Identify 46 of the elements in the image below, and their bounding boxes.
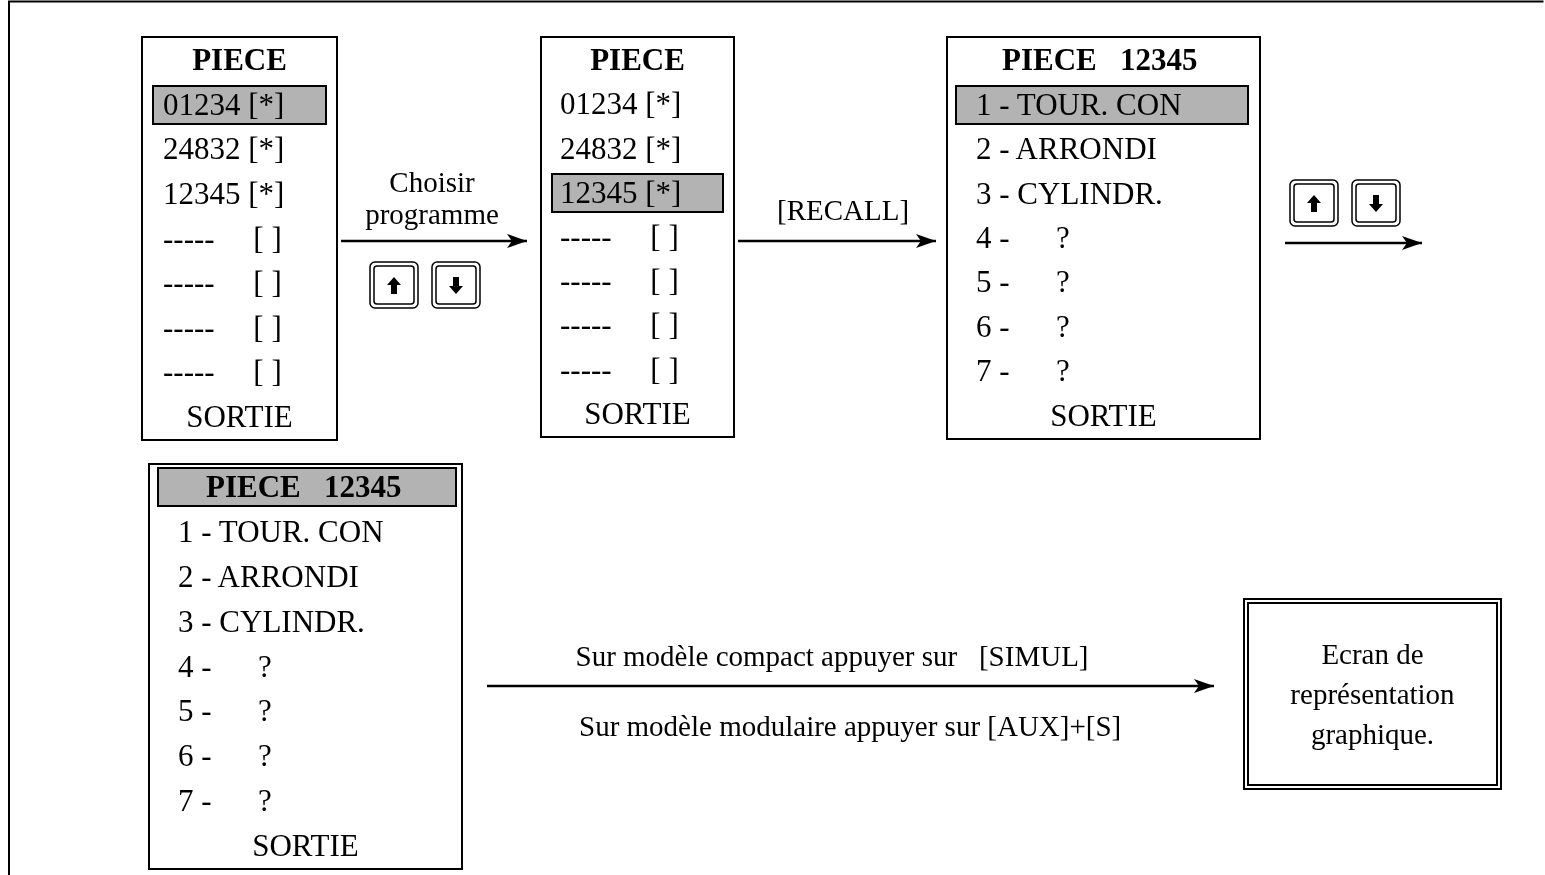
selected-menu-item: 01234 [*]	[152, 84, 327, 125]
selected-menu-item: 1 - TOUR. CON	[955, 84, 1249, 125]
menu-item: ----- [ ]	[560, 218, 679, 256]
exit-option: SORTIE	[143, 396, 336, 437]
menu-item: 3 - CYLINDR.	[178, 602, 365, 641]
arrow	[341, 234, 527, 248]
result-box	[1243, 598, 1502, 790]
menu-item: 7 - ?	[976, 352, 1070, 391]
menu-screen	[141, 36, 338, 441]
screen-title: PIECE 12345	[1002, 41, 1198, 80]
menu-screen	[540, 36, 735, 438]
screen-title: PIECE	[589, 41, 686, 80]
menu-screen	[148, 463, 463, 870]
menu-item: 01234 [*]	[560, 85, 682, 124]
menu-item: 24832 [*]	[163, 130, 285, 169]
exit-option: SORTIE	[150, 825, 461, 866]
screen-title: PIECE	[191, 41, 288, 80]
menu-item: 24832 [*]	[560, 129, 682, 168]
selected-menu-item: PIECE 12345	[157, 467, 457, 508]
menu-item: 2 - ARRONDI	[178, 557, 359, 596]
menu-item: ----- [ ]	[560, 350, 679, 389]
exit-option: SORTIE	[948, 395, 1259, 436]
menu-item: ----- [ ]	[163, 219, 282, 258]
menu-item: 12345 [*]	[163, 174, 285, 213]
menu-item: 1 - TOUR. CON	[178, 513, 384, 552]
menu-item: ----- [ ]	[163, 264, 282, 303]
menu-item: 7 - ?	[178, 781, 272, 820]
menu-item: 6 - ?	[976, 307, 1070, 346]
menu-item: 5 - ?	[178, 692, 272, 731]
result-text: Ecran de représentation graphique.	[1289, 637, 1456, 752]
menu-item: 5 - ?	[976, 263, 1070, 302]
menu-item: ----- [ ]	[560, 262, 679, 301]
arrow	[738, 234, 936, 248]
menu-item: 2 - ARRONDI	[976, 130, 1157, 169]
menu-item: 6 - ?	[178, 737, 272, 776]
exit-option: SORTIE	[542, 393, 733, 434]
menu-item: 4 - ?	[976, 219, 1070, 257]
selected-menu-item: 12345 [*]	[551, 172, 724, 213]
menu-item: ----- [ ]	[560, 306, 679, 345]
menu-item: ----- [ ]	[163, 308, 282, 347]
menu-screen	[946, 36, 1261, 440]
menu-item: 4 - ?	[178, 647, 272, 686]
menu-item: 3 - CYLINDR.	[976, 174, 1163, 213]
menu-item: ----- [ ]	[163, 353, 282, 392]
arrow	[1285, 236, 1422, 250]
arrow	[487, 679, 1214, 693]
